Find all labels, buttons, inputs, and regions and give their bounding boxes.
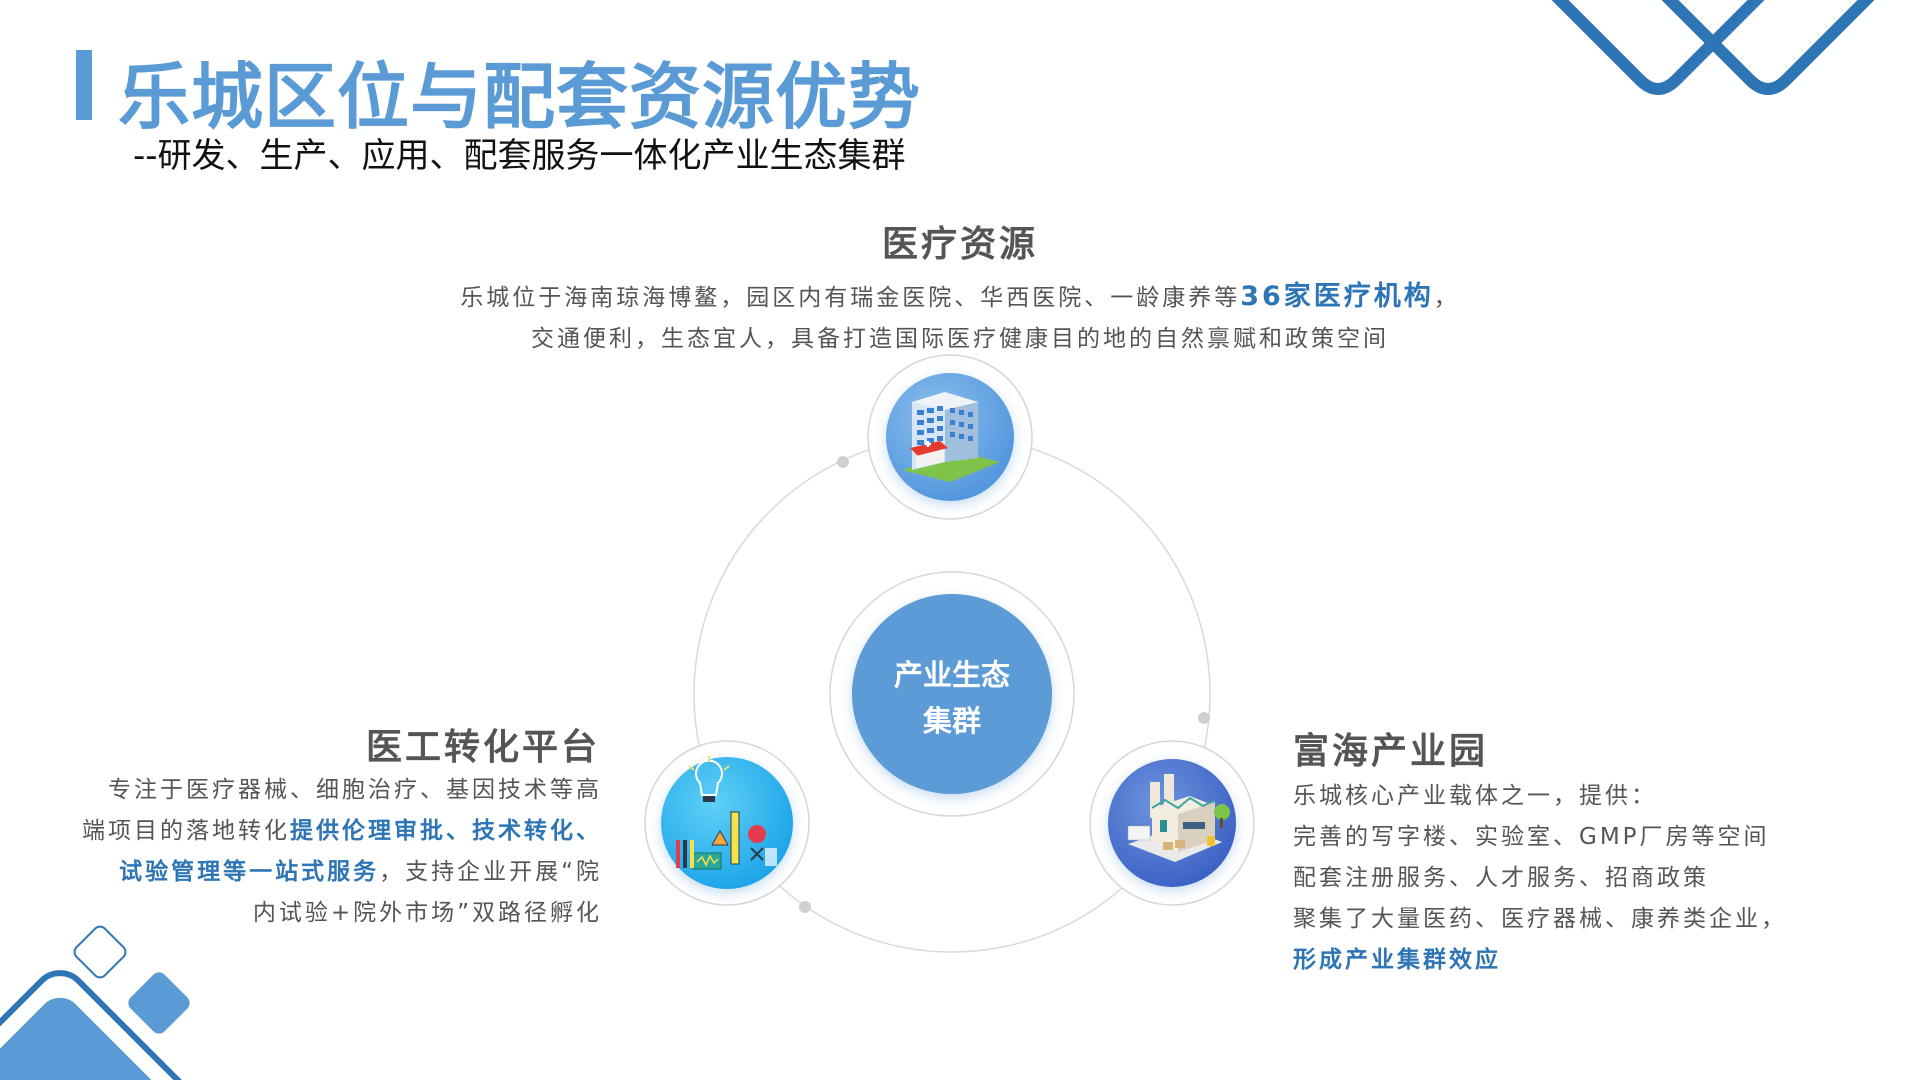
- page-title: 乐城区位与配套资源优势: [118, 55, 922, 139]
- center-label-line-2: 集群: [922, 704, 981, 738]
- ring-dot: [1198, 712, 1210, 724]
- ring-dot: [837, 456, 849, 468]
- park-line-4: 聚集了大量医药、医疗器械、康养类企业，: [1293, 906, 1787, 932]
- page-subtitle: --研发、生产、应用、配套服务一体化产业生态集群: [133, 136, 906, 176]
- park-description: 乐城核心产业载体之一，提供： 完善的写字楼、实验室、GMP厂房等空间 配套注册服…: [1293, 776, 1913, 981]
- medical-description: 乐城位于海南琼海博鳌，园区内有瑞金医院、华西医院、一龄康养等36家医疗机构， 交…: [360, 276, 1560, 360]
- hospital-icon: [902, 392, 1000, 482]
- platform-highlight-2: 试验管理等一站式服务: [119, 859, 380, 885]
- top-right-diamond-decoration: [1551, 0, 1875, 95]
- park-line-3: 配套注册服务、人才服务、招商政策: [1293, 865, 1709, 891]
- bottom-left-diamond-decoration: [0, 925, 215, 1080]
- platform-line-4: 内试验+院外市场”双路径孵化: [252, 900, 602, 926]
- center-label-line-1: 产业生态: [893, 658, 1010, 692]
- medical-line-2: 交通便利，生态宜人，具备打造国际医疗健康目的地的自然禀赋和政策空间: [531, 326, 1389, 352]
- medical-line-1-text: 乐城位于海南琼海博鳌，园区内有瑞金医院、华西医院、一龄康养等: [460, 285, 1241, 311]
- park-line-1: 乐城核心产业载体之一，提供：: [1293, 783, 1657, 809]
- platform-line-2: 端项目的落地转化提供伦理审批、技术转化、: [30, 811, 602, 852]
- platform-line-1: 专注于医疗器械、细胞治疗、基因技术等高: [108, 777, 602, 803]
- park-title: 富海产业园: [1293, 731, 1489, 772]
- medical-line-1: 乐城位于海南琼海博鳌，园区内有瑞金医院、华西医院、一龄康养等36家医疗机构，: [360, 276, 1560, 319]
- factory-node: [1089, 740, 1255, 906]
- platform-section: 医工转化平台: [40, 718, 600, 770]
- platform-line-3: 试验管理等一站式服务，支持企业开展“院: [30, 852, 602, 893]
- park-section: 富海产业园: [1293, 722, 1853, 774]
- laboratory-icon: [676, 756, 777, 870]
- platform-description: 专注于医疗器械、细胞治疗、基因技术等高 端项目的落地转化提供伦理审批、技术转化、…: [30, 770, 602, 934]
- platform-highlight-1: 提供伦理审批、技术转化、: [290, 818, 602, 844]
- medical-line-1-end: ，: [1433, 285, 1460, 311]
- platform-line-2-text: 端项目的落地转化: [82, 818, 290, 844]
- platform-line-3-text: ，支持企业开展“院: [379, 859, 602, 885]
- center-circle: [852, 594, 1052, 794]
- medical-section: 医疗资源: [560, 215, 1360, 267]
- center-label: 产业生态 集群: [852, 652, 1052, 744]
- park-highlight: 形成产业集群效应: [1293, 947, 1501, 973]
- title-accent-bar: [76, 50, 92, 120]
- factory-icon: [1127, 774, 1230, 862]
- hospital-node: [867, 354, 1033, 520]
- park-line-2: 完善的写字楼、实验室、GMP厂房等空间: [1293, 824, 1770, 850]
- laboratory-node: [644, 740, 810, 906]
- platform-title: 医工转化平台: [365, 727, 600, 768]
- ring-dot: [799, 901, 811, 913]
- medical-highlight: 36家医疗机构: [1240, 281, 1434, 312]
- medical-title: 医疗资源: [881, 224, 1038, 265]
